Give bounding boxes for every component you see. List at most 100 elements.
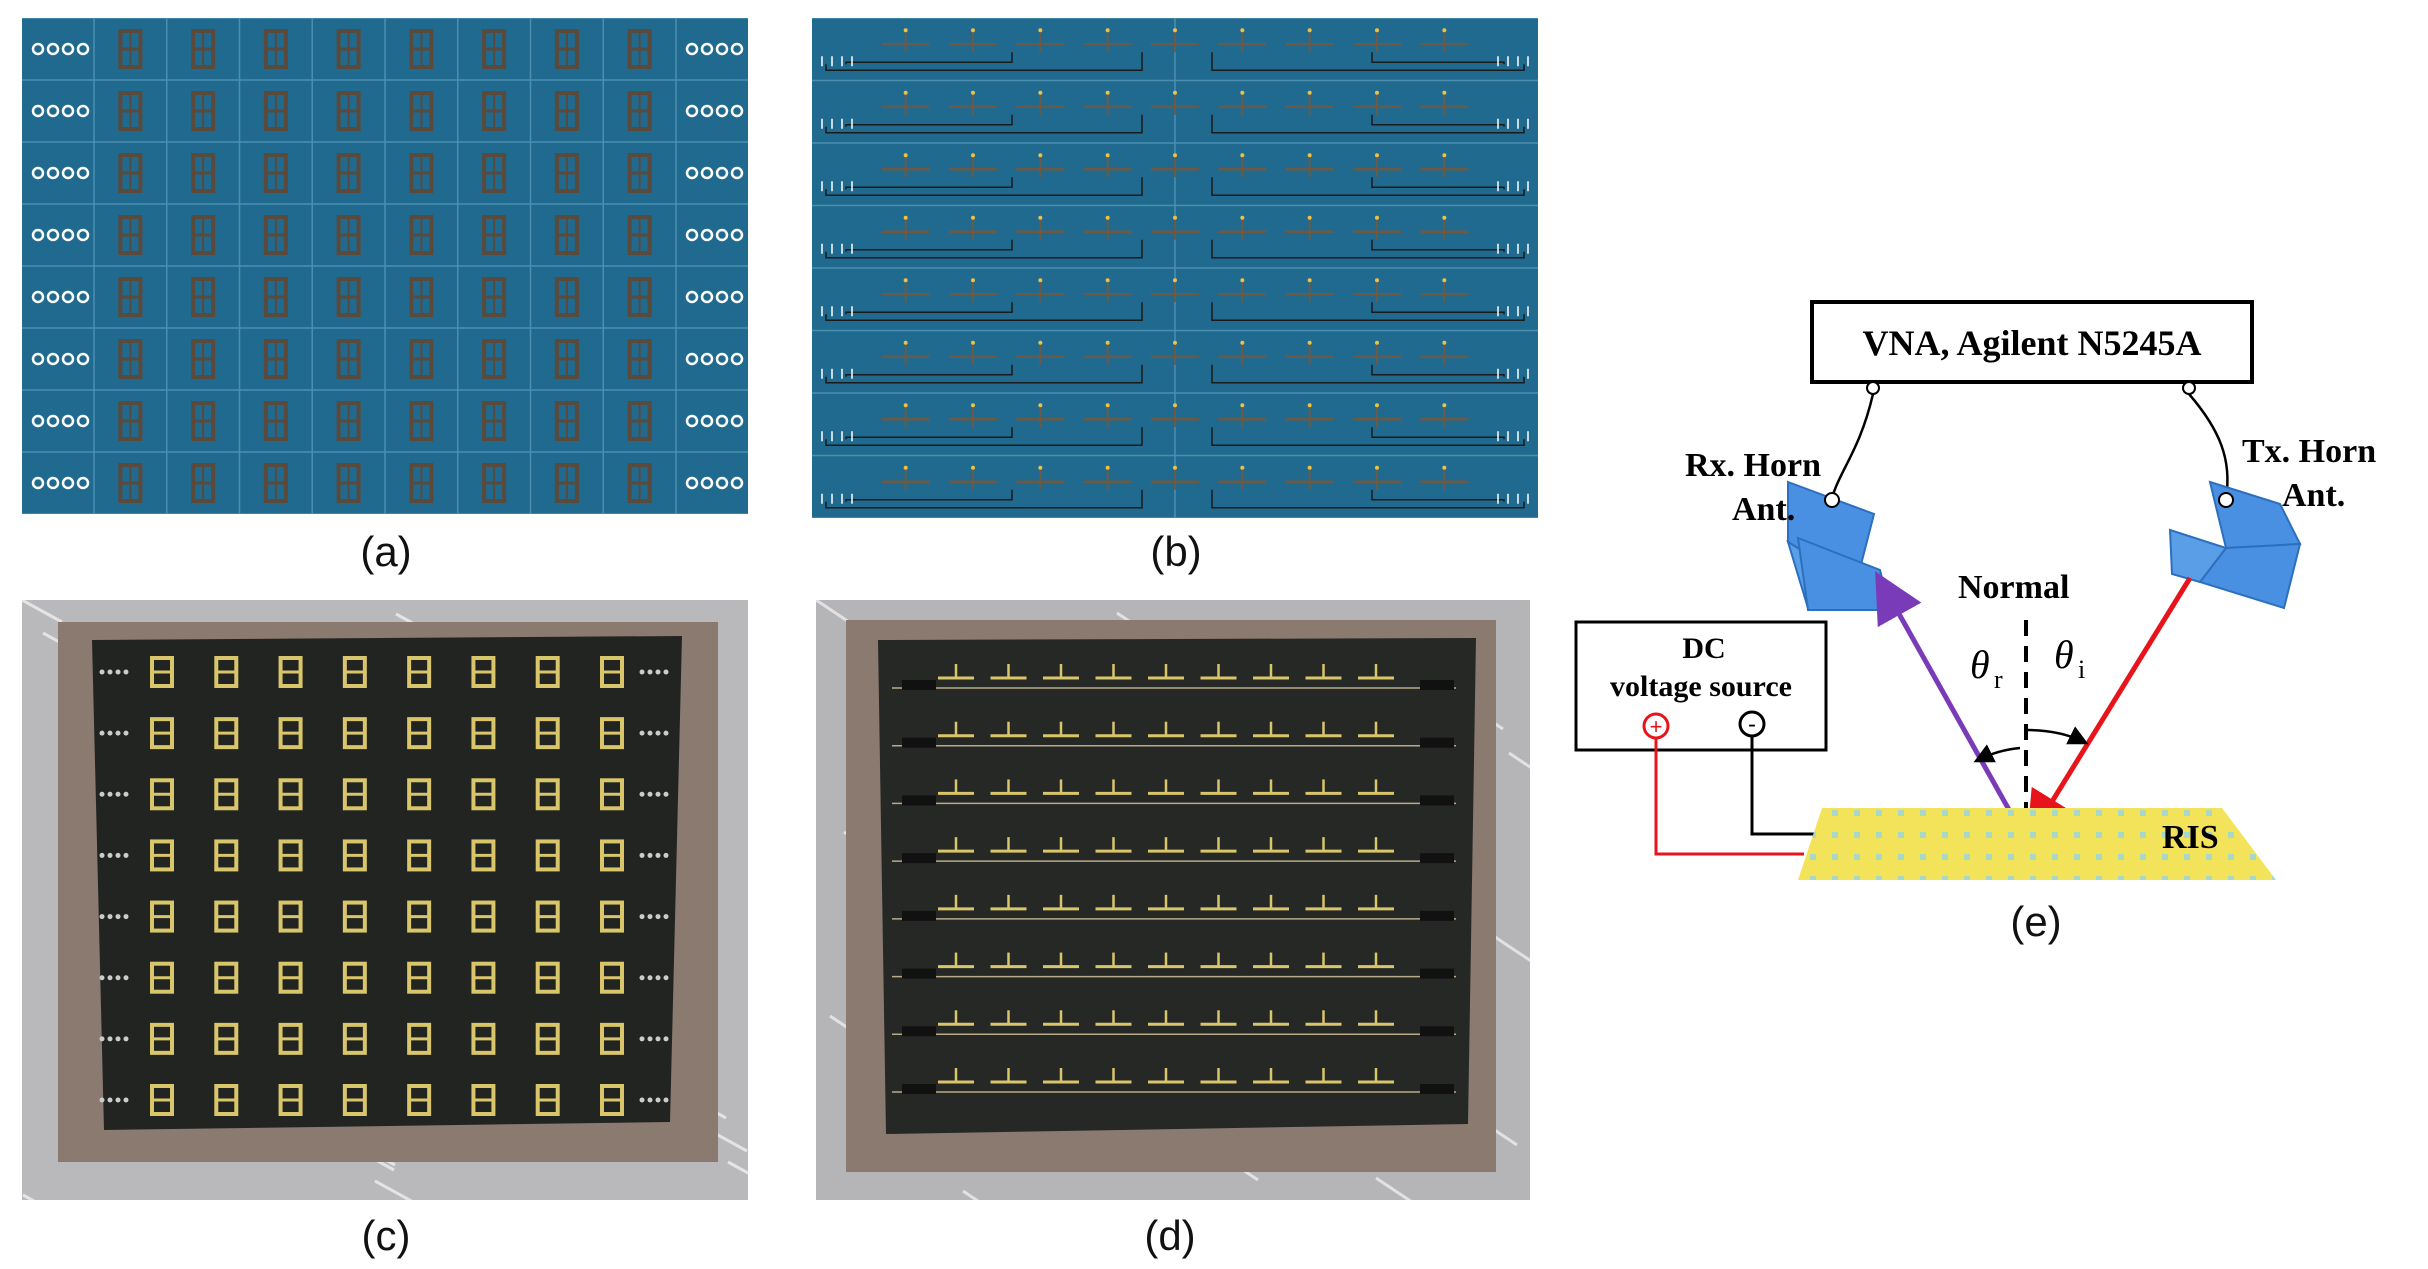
unit-cell xyxy=(482,277,507,317)
unit-cell xyxy=(191,277,216,317)
header-pin xyxy=(76,476,90,490)
bias-line xyxy=(1371,427,1505,440)
fabricated-bias-element xyxy=(1148,1068,1184,1084)
header-pin xyxy=(31,414,45,428)
header-pin xyxy=(639,914,645,920)
bias-element xyxy=(1083,340,1132,365)
header-pin xyxy=(685,414,699,428)
bias-element xyxy=(1151,215,1199,240)
bias-line xyxy=(845,364,1013,377)
header-pin xyxy=(115,1097,121,1103)
theta-i-arc xyxy=(2025,726,2089,745)
header-pin xyxy=(655,1097,661,1103)
fabricated-bias-element xyxy=(990,779,1027,795)
fabricated-unit-cell xyxy=(214,1084,239,1116)
fabricated-bias-element xyxy=(1358,894,1394,911)
fabricated-unit-cell xyxy=(342,1084,367,1116)
fabricated-unit-cell xyxy=(600,1084,624,1116)
pin-header xyxy=(1420,968,1454,979)
header-pin xyxy=(647,669,653,675)
foil-crease xyxy=(1375,1176,1412,1200)
unit-cell xyxy=(409,463,434,503)
header-pin xyxy=(123,914,129,920)
bias-element xyxy=(1218,340,1267,365)
fabricated-bias-element xyxy=(1043,894,1079,911)
bias-element xyxy=(1285,465,1334,490)
bias-element xyxy=(1151,90,1199,115)
bias-line xyxy=(1371,302,1505,315)
rx-horn-port xyxy=(1824,492,1840,508)
unit-cell xyxy=(336,153,361,193)
header-pin xyxy=(115,852,121,858)
fabricated-unit-cell xyxy=(150,1022,174,1055)
fabricated-bias-element xyxy=(1043,721,1079,738)
unit-cell xyxy=(482,91,507,131)
fabricated-bias-element xyxy=(1043,664,1079,680)
unit-cell xyxy=(409,339,434,379)
fabricated-bias-element xyxy=(1148,1010,1184,1026)
bias-element xyxy=(1218,465,1267,490)
fabricated-bias-element xyxy=(1200,721,1237,738)
unit-cell xyxy=(263,463,288,503)
fabricated-unit-cell xyxy=(471,656,496,688)
bias-element xyxy=(1285,28,1334,53)
bias-line xyxy=(845,489,1013,502)
fabricated-unit-cell xyxy=(342,900,367,933)
fabricated-bias-element xyxy=(1305,664,1342,680)
theta-r-arc xyxy=(1973,744,2021,763)
fabricated-unit-cell xyxy=(407,839,432,872)
tx-label-line1: Tx. Horn xyxy=(2242,433,2376,470)
bias-element xyxy=(881,215,930,240)
header-pin xyxy=(61,104,75,118)
caption-a: (a) xyxy=(360,528,412,575)
header-pin xyxy=(730,104,744,118)
header-pin xyxy=(76,352,90,366)
dc-voltage-source-box xyxy=(1574,620,1828,752)
fabricated-bias-element xyxy=(938,894,974,911)
fabricated-unit-cell xyxy=(214,656,239,688)
header-pin xyxy=(115,791,121,797)
fabricated-bias-element xyxy=(1095,779,1132,795)
bias-element xyxy=(881,278,930,303)
header-pin xyxy=(61,352,75,366)
fabricated-bias-element xyxy=(1200,837,1237,853)
fabricated-unit-cell xyxy=(600,900,624,933)
bias-line xyxy=(825,52,1143,71)
bias-element xyxy=(1218,153,1267,178)
negative-wire xyxy=(1750,736,1816,836)
fabricated-bias-element xyxy=(1253,837,1289,853)
unit-cell xyxy=(263,277,288,317)
fabricated-unit-cell xyxy=(150,839,174,872)
unit-cell xyxy=(554,91,579,131)
header-pin xyxy=(61,228,75,242)
fabricated-unit-cell xyxy=(278,1084,303,1116)
dc-label-line2: voltage source xyxy=(1610,670,1792,703)
unit-cell xyxy=(409,215,434,255)
unit-cell xyxy=(482,463,507,503)
theta-r-subscript: r xyxy=(1994,665,2003,694)
header-pin xyxy=(663,669,669,675)
fabricated-bias-element xyxy=(1200,1010,1237,1026)
bias-element xyxy=(881,465,930,490)
header-pin xyxy=(123,1097,129,1103)
fabricated-bias-element xyxy=(1200,1068,1237,1084)
theta-i-subscript: i xyxy=(2078,655,2085,684)
fabricated-unit-cell xyxy=(535,961,560,994)
tx-cable xyxy=(2188,393,2229,499)
unit-cell xyxy=(118,91,143,131)
bias-line xyxy=(1211,364,1525,384)
header-pin xyxy=(31,166,45,180)
fabricated-back-photo-figure xyxy=(816,600,1530,1200)
bias-element xyxy=(881,403,930,428)
header-pin xyxy=(46,42,60,56)
header-pin xyxy=(730,228,744,242)
fabricated-unit-cell xyxy=(342,961,367,994)
bias-element xyxy=(949,153,997,178)
bias-element xyxy=(1353,28,1401,53)
fabricated-unit-cell xyxy=(535,900,560,933)
fabricated-bias-element xyxy=(1148,894,1184,911)
tx-label-line2: Ant. xyxy=(2282,477,2345,514)
bias-element xyxy=(1420,215,1469,240)
header-pin xyxy=(61,414,75,428)
fabricated-unit-cell xyxy=(214,961,239,994)
